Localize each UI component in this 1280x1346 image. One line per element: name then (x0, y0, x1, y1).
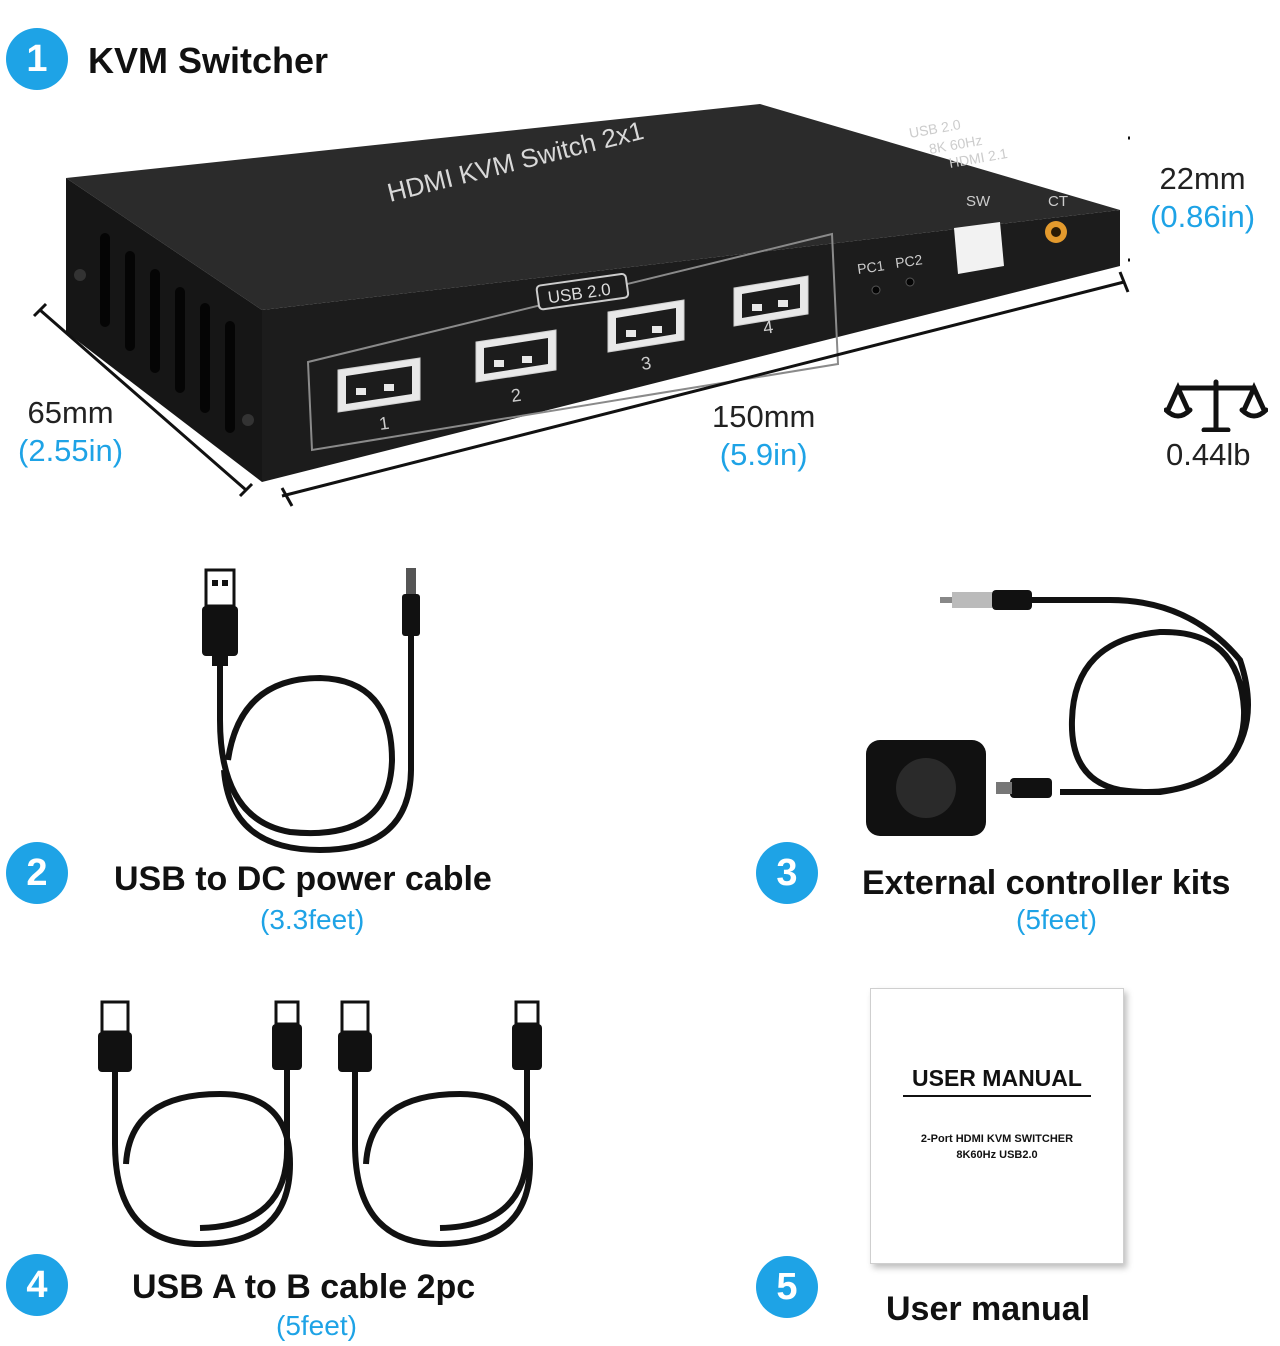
manual-title-underline (903, 1095, 1091, 1097)
width-in: (5.9in) (719, 437, 808, 472)
port-number-1: 1 (378, 413, 391, 434)
number-badge-2: 2 (6, 842, 68, 904)
user-manual-booklet: USER MANUAL 2-Port HDMI KVM SWITCHER 8K6… (870, 988, 1124, 1264)
number-badge-5: 5 (756, 1256, 818, 1318)
number-badge-4: 4 (6, 1254, 68, 1316)
width-dimension: 150mm (5.9in) (712, 398, 815, 474)
manual-title: USER MANUAL (912, 1065, 1082, 1091)
depth-mm: 65mm (27, 395, 114, 430)
depth-dimension: 65mm (2.55in) (18, 394, 123, 470)
port-number-4: 4 (762, 317, 775, 338)
usb-dc-cable-image (202, 568, 420, 854)
manual-line-2: 8K60Hz USB2.0 (956, 1149, 1038, 1161)
scale-icon (1164, 379, 1268, 432)
kvm-switch-device-image: 1 2 3 4 USB 2.0 HDMI KVM Switch 2x1 USB … (32, 104, 1130, 507)
ct-label: CT (1048, 193, 1068, 210)
weight-value: 0.44lb (1166, 437, 1251, 472)
number-badge-1: 1 (6, 28, 68, 90)
depth-in: (2.55in) (18, 433, 124, 468)
external-controller-length: (5feet) (1016, 904, 1097, 935)
sw-button (954, 222, 1004, 274)
height-in: (0.86in) (1150, 199, 1256, 234)
port-number-3: 3 (640, 353, 653, 374)
usb-dc-cable-length: (3.3feet) (260, 904, 365, 935)
width-mm: 150mm (712, 399, 816, 434)
external-controller-title: External controller kits (862, 864, 1231, 902)
external-controller-image (866, 590, 1251, 836)
kvm-switcher-title: KVM Switcher (88, 40, 329, 81)
usb-ab-cable-title: USB A to B cable 2pc (132, 1268, 476, 1306)
led-label-pc1: PC1 (856, 257, 885, 277)
number-badge-3: 3 (756, 842, 818, 904)
height-mm: 22mm (1159, 161, 1246, 196)
port-number-2: 2 (510, 385, 523, 406)
usb-ab-cables-image (98, 1000, 542, 1248)
sw-label: SW (966, 193, 991, 210)
usb-dc-cable-title: USB to DC power cable (114, 860, 492, 898)
manual-line-1: 2-Port HDMI KVM SWITCHER (920, 1133, 1074, 1145)
led-label-pc2: PC2 (894, 251, 923, 271)
height-dimension: 22mm (0.86in) (1150, 160, 1255, 236)
usb-ab-cable-length: (5feet) (276, 1310, 357, 1341)
user-manual-title: User manual (886, 1290, 1091, 1328)
